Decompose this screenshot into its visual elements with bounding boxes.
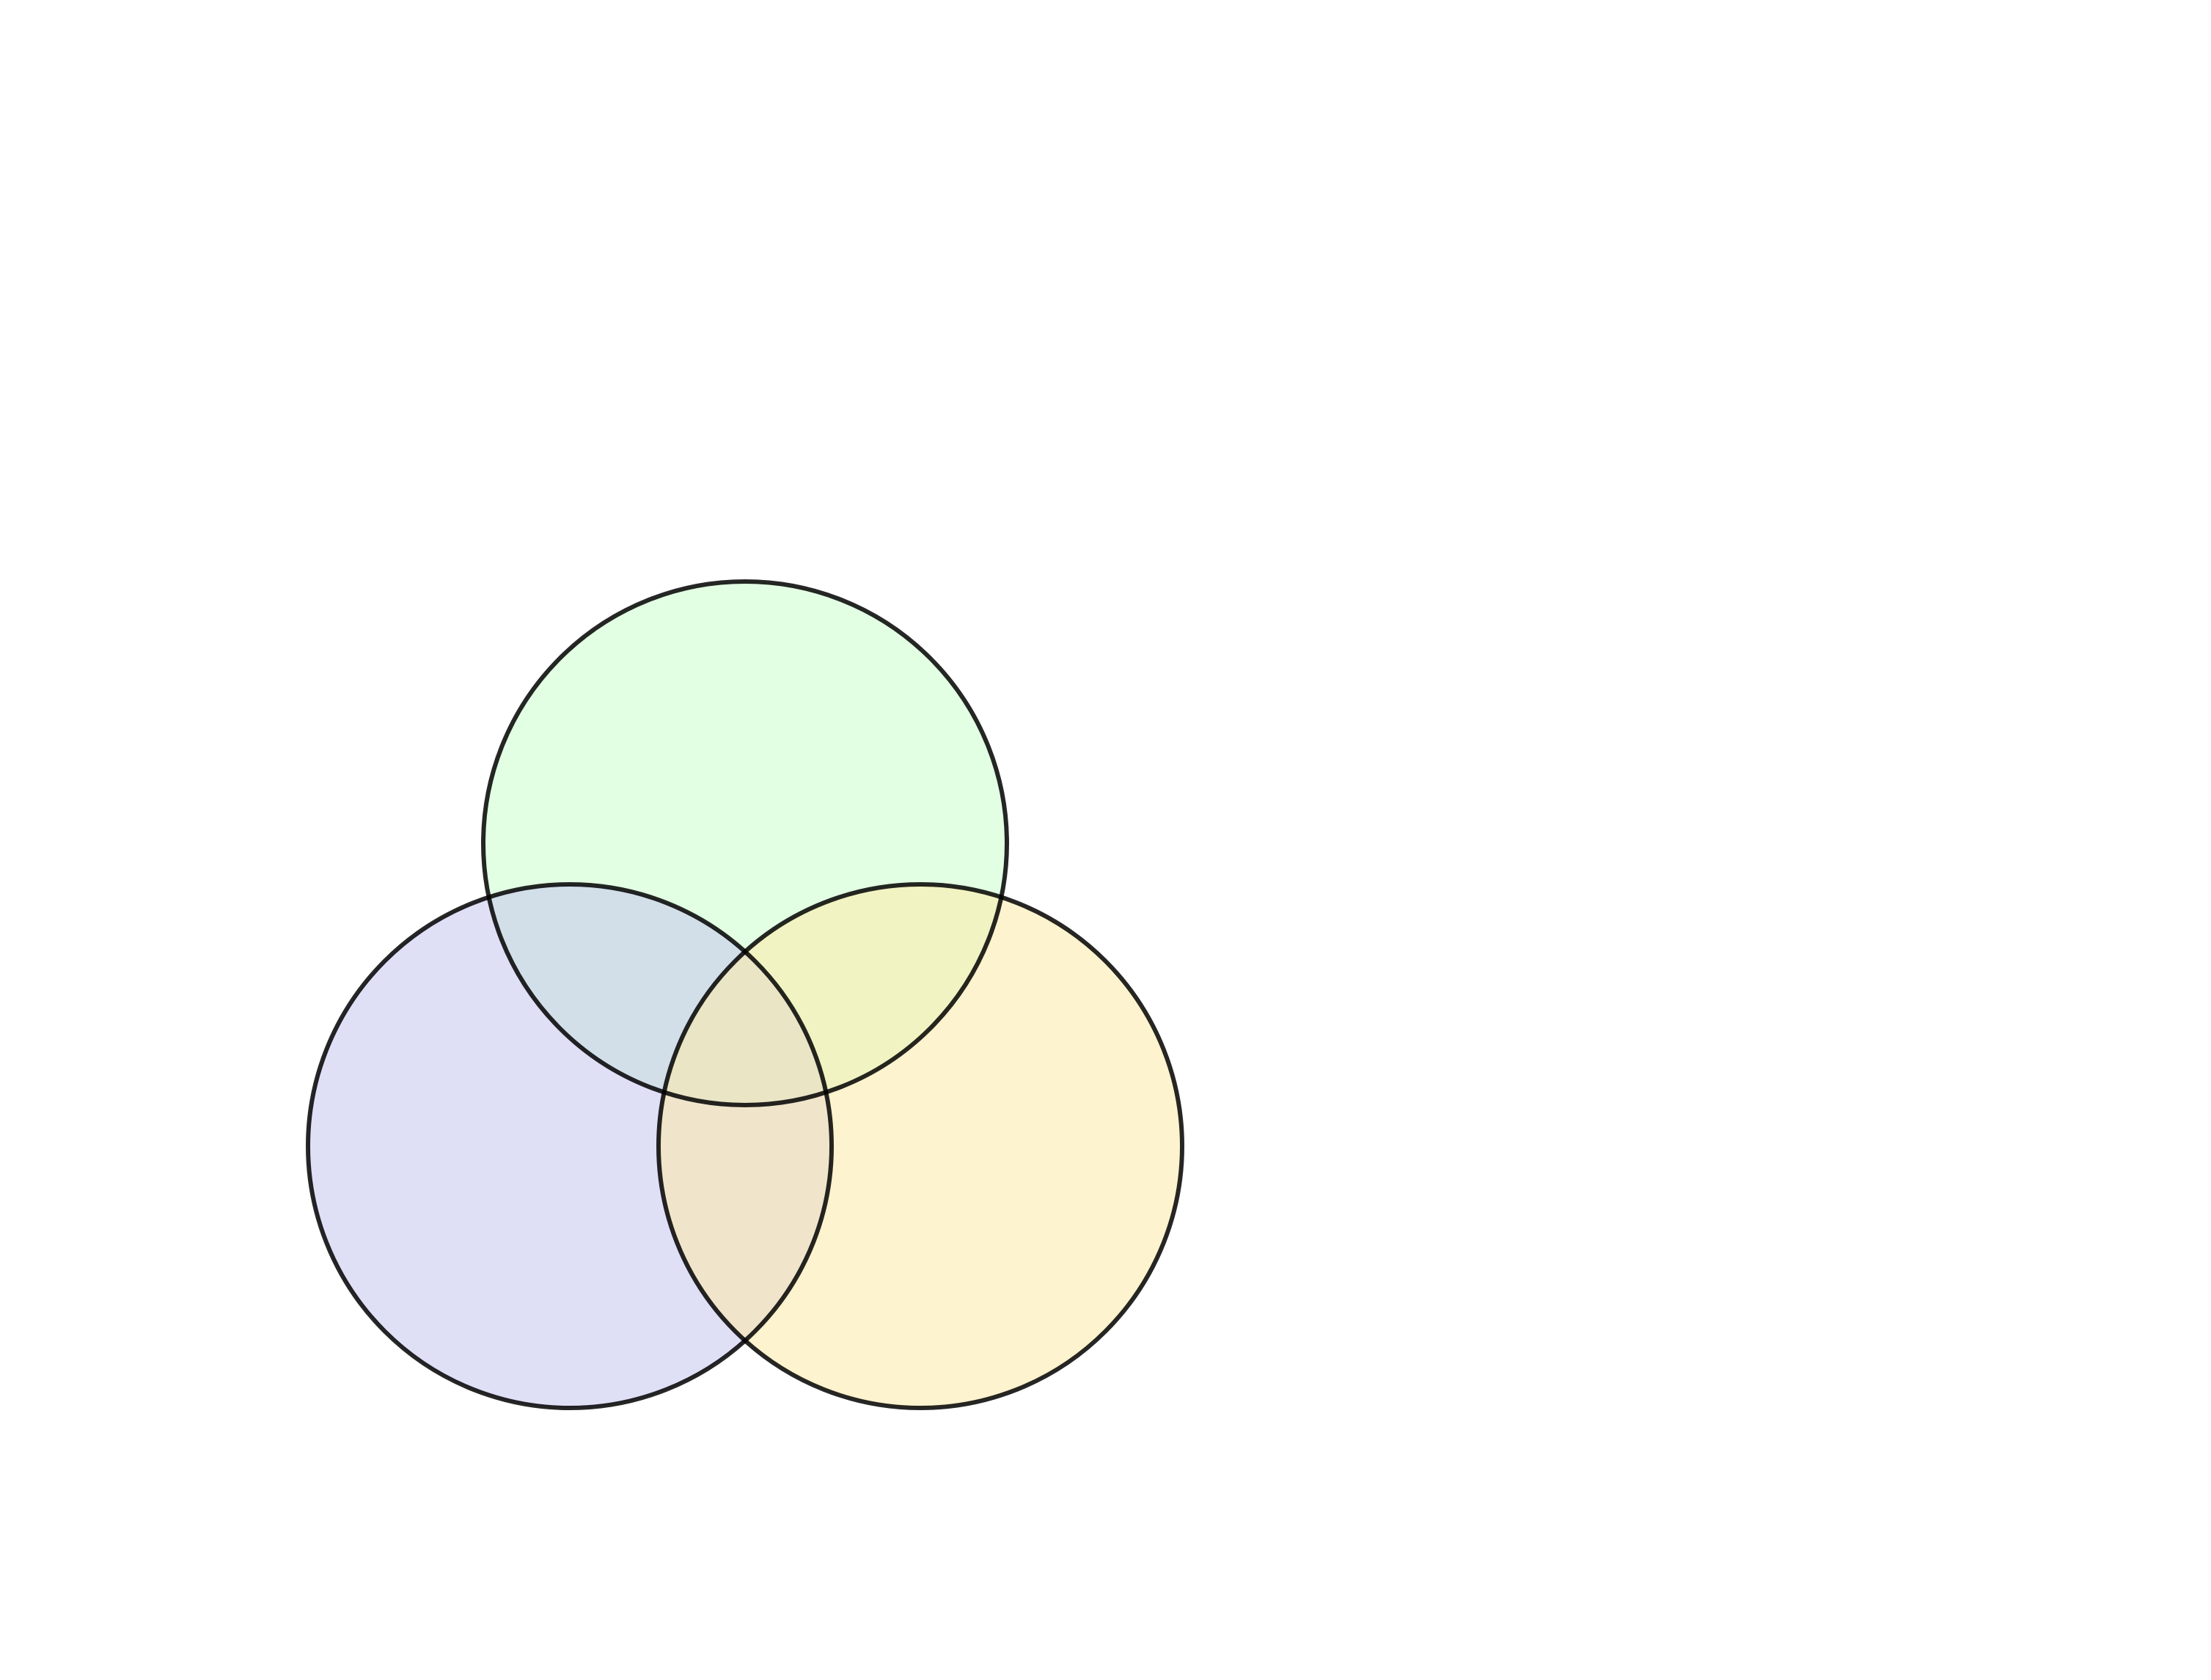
venn-circle-bottom-right-fill bbox=[659, 884, 1182, 1408]
venn-outlines bbox=[306, 579, 1184, 1410]
venn-circle-top-outline bbox=[481, 579, 1009, 1107]
venn-circle-bottom-right-outline bbox=[656, 882, 1184, 1410]
venn-circle-bottom-left-outline bbox=[306, 882, 834, 1410]
venn-fills bbox=[308, 582, 1182, 1408]
